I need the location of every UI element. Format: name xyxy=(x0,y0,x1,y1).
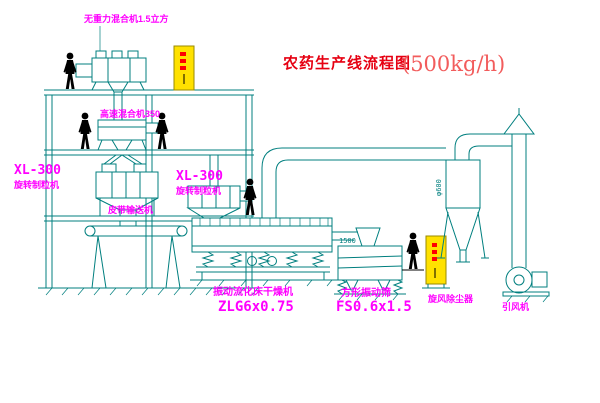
dim-screen: 1500 xyxy=(339,237,356,245)
belt-conveyor xyxy=(84,221,188,289)
fluid-bed-dryer xyxy=(190,217,358,287)
induced-draft-fan xyxy=(502,266,550,303)
high-speed-mixer xyxy=(97,119,159,165)
label-granulator-left-name: 旋转制粒机 xyxy=(13,179,59,190)
building-structure xyxy=(38,89,262,296)
exhaust-stack xyxy=(503,108,535,268)
label-fan-name: 引风机 xyxy=(502,301,529,312)
person-figure xyxy=(63,52,77,89)
label-cyclone-name: 旋风除尘器 xyxy=(427,293,474,304)
cyclone-separator xyxy=(437,133,512,263)
label-dryer-model: ZLG6x0.75 xyxy=(218,299,294,315)
vibrating-screen xyxy=(334,227,406,301)
exhaust-duct xyxy=(261,147,446,218)
label-dryer-name: 振动流化床干燥机 xyxy=(213,285,293,298)
diagram-capacity: (500kg/h) xyxy=(402,52,505,76)
label-belt-conveyor: 皮带输送机 xyxy=(107,204,153,215)
person-figure xyxy=(406,232,420,269)
person-figure xyxy=(243,178,257,215)
label-screen-model: FS0.6x1.5 xyxy=(336,299,412,315)
control-cabinet-upper xyxy=(173,45,195,91)
control-cabinet-lower xyxy=(422,235,450,289)
gravity-mixer xyxy=(75,26,147,120)
person-figure xyxy=(78,112,92,149)
label-screen-name: 方形振动筛 xyxy=(341,286,391,299)
label-granulator-mid-name: 旋转制粒机 xyxy=(175,185,221,196)
worker-figures xyxy=(63,52,424,271)
dim-cyclone-diameter: φ600 xyxy=(435,179,443,196)
diagram-title: 农药生产线流程图 xyxy=(282,54,411,72)
label-gravity-mixer: 无重力混合机1.5立方 xyxy=(83,13,169,24)
label-granulator-left-model: XL-300 xyxy=(14,163,61,178)
label-high-speed-mixer: 高速混合机350 xyxy=(100,108,160,119)
granulator-left xyxy=(95,163,159,216)
label-granulator-mid-model: XL-300 xyxy=(176,169,223,184)
